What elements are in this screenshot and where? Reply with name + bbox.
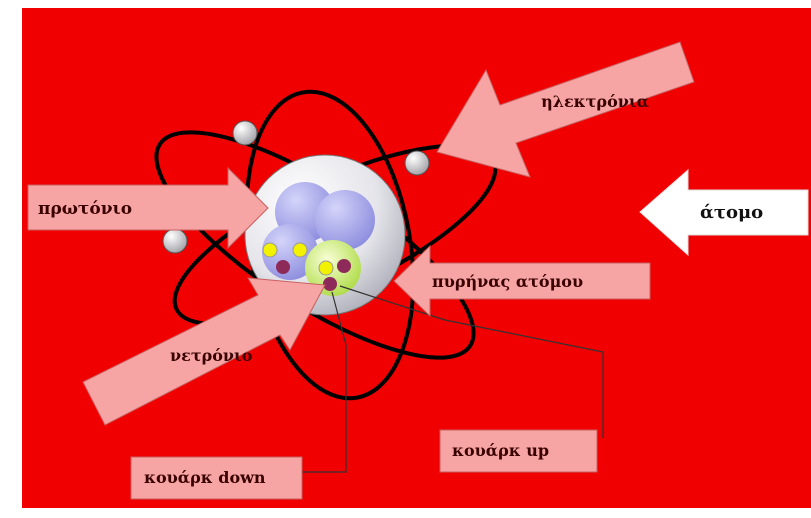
quark-down-label: κουάρκ down: [144, 468, 266, 487]
proton-label: πρωτόνιο: [38, 199, 132, 219]
neutron-label: νετρόνιο: [170, 346, 253, 365]
quark-up-box: κουάρκ up: [440, 430, 597, 472]
quark-up: [293, 243, 307, 257]
electron: [405, 151, 429, 175]
electron: [163, 229, 187, 253]
quark-down-box: κουάρκ down: [131, 457, 302, 499]
quark-down: [337, 259, 351, 273]
quark-down: [323, 277, 337, 291]
background-panel: [22, 8, 811, 508]
electron-label: ηλεκτρόνια: [541, 92, 649, 111]
nucleus-label: πυρήνας ατόμου: [432, 272, 583, 291]
proton-sphere: [315, 190, 375, 250]
quark-down: [276, 260, 290, 274]
quark-up: [263, 243, 277, 257]
quark-up: [319, 261, 333, 275]
electron: [233, 121, 257, 145]
quark-up-label: κουάρκ up: [452, 441, 549, 460]
atom-label: άτομο: [700, 202, 763, 223]
